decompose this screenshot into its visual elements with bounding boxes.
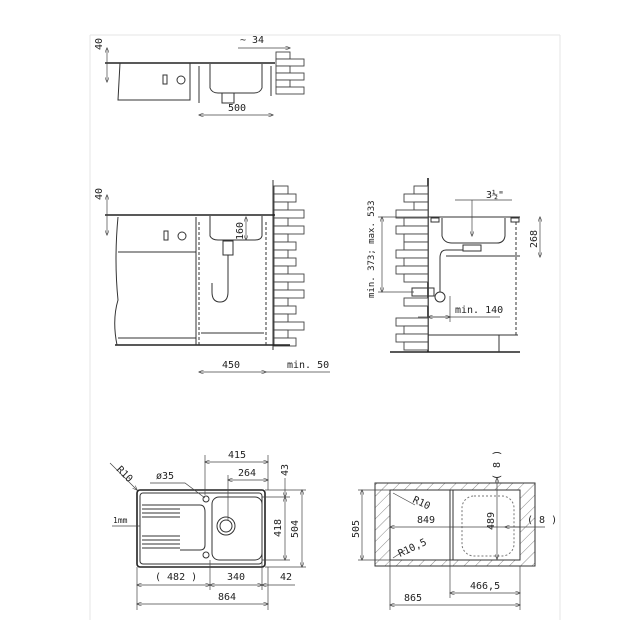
- top-view-sink: 415 264 43 418 504 ( 482 ) 340 42 864 R1…: [109, 450, 306, 610]
- dimension-label: 1mm: [113, 516, 128, 525]
- dimension-label: 489: [486, 512, 497, 530]
- dimension-label: ø35: [156, 471, 174, 482]
- drainer-grooves: [142, 504, 180, 549]
- dimension-label: 849: [417, 515, 435, 526]
- drain-circle: [216, 516, 236, 536]
- dimension-label: ( 8 ): [492, 450, 503, 480]
- dimension-label: 268: [529, 230, 540, 248]
- brick-wall: [275, 51, 305, 95]
- brick-wall: [395, 185, 429, 351]
- dimension-label: ~ 34: [240, 35, 264, 46]
- dimension-label: 864: [218, 592, 236, 603]
- dimension-label: 504: [290, 520, 301, 538]
- dimension-label: 340: [227, 572, 245, 583]
- side-view-top: 40 ~ 34 500: [94, 35, 305, 115]
- dimension-label: 415: [228, 450, 246, 461]
- dimension-label: 505: [351, 520, 362, 538]
- tap-hole: [202, 495, 210, 503]
- dimension-label: 160: [235, 222, 246, 240]
- side-view-cabinet: 40 160 450 min. 50: [94, 180, 330, 372]
- dimension-label: 865: [404, 593, 422, 604]
- brick-wall: [273, 185, 305, 347]
- side-view-wall: 3½" 268 min. 373; max. 533 min. 140: [367, 178, 540, 353]
- dimension-label: 42: [280, 572, 292, 583]
- dimension-label: min. 50: [287, 360, 329, 371]
- dimension-label: 43: [280, 464, 291, 476]
- dimension-label: 40: [94, 38, 105, 50]
- dimension-label: 466,5: [470, 581, 500, 592]
- dimension-label: ( 482 ): [155, 572, 197, 583]
- dimension-label: min. 140: [455, 305, 503, 316]
- dimension-label: min. 373; max. 533: [367, 200, 377, 298]
- dimension-label: 500: [228, 103, 246, 114]
- dimension-label: R10: [114, 464, 135, 485]
- cutout-view: 505 849 ( 8 ) 489 ( 8 ) R10 R10,5 466,5 …: [351, 450, 557, 610]
- dimension-label: 3½": [486, 189, 504, 201]
- dimension-label: 418: [273, 519, 284, 537]
- dimension-label: 450: [222, 360, 240, 371]
- dimension-label: 264: [238, 468, 256, 479]
- dimension-label: 40: [94, 188, 105, 200]
- dimension-label: ( 8 ): [527, 515, 557, 526]
